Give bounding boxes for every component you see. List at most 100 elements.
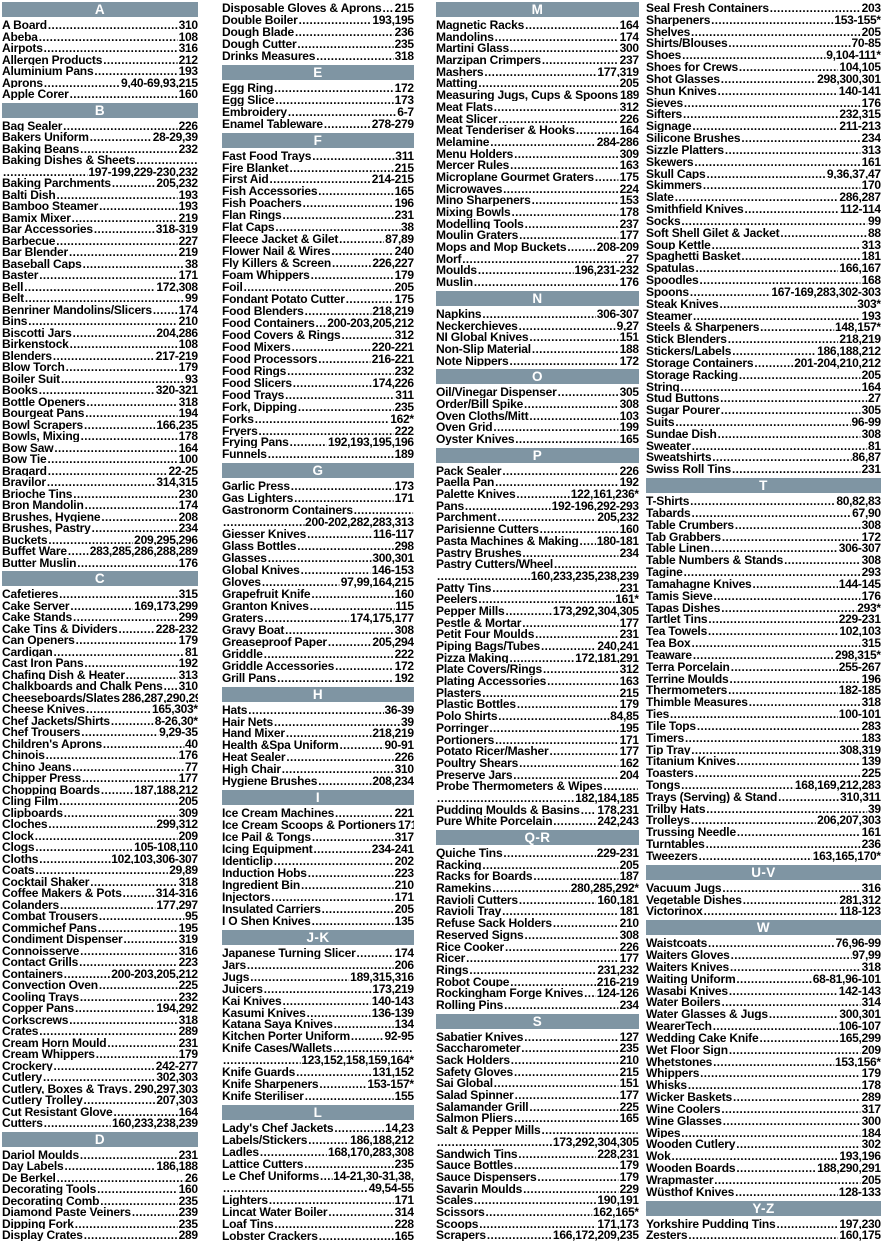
index-entry[interactable]: Salad Spinner177 <box>436 1089 639 1101</box>
index-entry[interactable]: Racks for Boards187 <box>436 870 639 882</box>
index-entry[interactable]: Bar Blender219 <box>2 246 198 258</box>
index-entry[interactable]: Dariol Moulds231 <box>2 1149 198 1161</box>
index-entry[interactable]: Foil205 <box>222 281 414 293</box>
index-entry[interactable]: Marzipan Crimpers237 <box>436 54 639 66</box>
index-entry[interactable]: Wipes184 <box>646 1127 881 1139</box>
index-entry[interactable]: Trolleys206,207,303 <box>646 814 881 826</box>
index-entry[interactable]: Fryers222 <box>222 425 414 437</box>
index-entry[interactable]: Ice Cream Machines221 <box>222 807 414 819</box>
index-entry[interactable]: Tamahagne Knives144-145 <box>646 578 881 590</box>
index-entry[interactable]: Convection Oven225 <box>2 979 198 991</box>
index-entry[interactable]: Aprons9,40-69,93,215 <box>2 77 198 89</box>
index-entry-continuation[interactable]: 173,292,304,305 <box>436 1136 639 1148</box>
index-entry[interactable]: Crockery242-277 <box>2 1060 198 1072</box>
index-entry[interactable]: Water Boilers314 <box>646 996 881 1008</box>
index-entry[interactable]: Cake Tins & Dividers228-232 <box>2 623 198 635</box>
index-entry[interactable]: Global Knives146-153 <box>222 564 414 576</box>
index-entry[interactable]: Parchment205,232 <box>436 511 639 523</box>
index-entry[interactable]: Polo Shirts84,85 <box>436 710 639 722</box>
index-entry[interactable]: Piping Bags/Tubes240,241 <box>436 640 639 652</box>
index-entry[interactable]: Books320-321 <box>2 384 198 396</box>
index-entry[interactable]: Fork, Dipping235 <box>222 401 414 413</box>
index-entry[interactable]: Diamond Paste Veiners239 <box>2 1206 198 1218</box>
index-entry[interactable]: Safety Gloves215 <box>436 1066 639 1078</box>
index-entry[interactable]: Ice Pail & Tongs317 <box>222 831 414 843</box>
index-entry[interactable]: Gas Lighters171 <box>222 492 414 504</box>
index-entry[interactable]: Mops and Mop Buckets208-209 <box>436 241 639 253</box>
index-entry[interactable]: Oven Grid199 <box>436 421 639 433</box>
index-entry[interactable]: Muslin176 <box>436 276 639 288</box>
index-entry[interactable]: Mino Sharpeners153 <box>436 194 639 206</box>
index-entry[interactable]: Mixing Bowls178 <box>436 206 639 218</box>
index-entry[interactable]: Labels/Stickers186,188,212 <box>222 1134 414 1146</box>
index-entry[interactable]: Food Blenders218,219 <box>222 305 414 317</box>
index-entry[interactable]: Bamix Mixer219 <box>2 212 198 224</box>
index-entry-continuation[interactable]: 49,54-55 <box>222 1182 414 1194</box>
index-entry[interactable]: Display Crates289 <box>2 1229 198 1241</box>
index-entry[interactable]: Pans192-196,292-293 <box>436 500 639 512</box>
index-entry[interactable]: Bowl Scrapers166,235 <box>2 419 198 431</box>
index-entry[interactable]: Commichef Pans195 <box>2 922 198 934</box>
index-entry[interactable]: Salamander Grill225 <box>436 1101 639 1113</box>
index-entry[interactable]: Bottle Openers318 <box>2 396 198 408</box>
index-entry[interactable]: Moulds196,231-232 <box>436 264 639 276</box>
index-entry[interactable]: Dough Cutter235 <box>222 38 414 50</box>
index-entry[interactable]: Condiment Dispenser319 <box>2 933 198 945</box>
index-entry[interactable]: Cutlery Trolley207,303 <box>2 1094 198 1106</box>
index-entry[interactable]: Bowls, Mixing178 <box>2 430 198 442</box>
index-entry[interactable]: Juicers173,219 <box>222 983 414 995</box>
index-entry[interactable]: Trussing Needle161 <box>646 826 881 838</box>
index-entry[interactable]: Brushes, Pastry234 <box>2 522 198 534</box>
index-entry[interactable]: Toasters225 <box>646 767 881 779</box>
index-entry[interactable]: Robot Coupe216-219 <box>436 976 639 988</box>
index-entry[interactable]: Table Linen306-307 <box>646 542 881 554</box>
index-entry[interactable]: Rolling Pins234 <box>436 999 639 1011</box>
index-entry[interactable]: Thermometers182-185 <box>646 684 881 696</box>
index-entry[interactable]: Spaghetti Basket181 <box>646 250 881 262</box>
index-entry[interactable]: Bron Mandolin174 <box>2 499 198 511</box>
index-entry[interactable]: Table Numbers & Stands308 <box>646 554 881 566</box>
index-entry[interactable]: Preserve Jars204 <box>436 769 639 781</box>
index-entry[interactable]: Brushes, Hygiene208 <box>2 511 198 523</box>
index-entry[interactable]: Mercer Rules163 <box>436 159 639 171</box>
index-entry[interactable]: Timers183 <box>646 732 881 744</box>
index-entry[interactable]: Griddle222 <box>222 648 414 660</box>
index-entry[interactable]: Melamine284-286 <box>436 136 639 148</box>
index-entry[interactable]: Fish Accessories165 <box>222 185 414 197</box>
index-entry[interactable]: Bar Accessories318-319 <box>2 223 198 235</box>
index-entry[interactable]: Shot Glasses298,300,301 <box>646 73 881 85</box>
index-entry[interactable]: Wedding Cake Knife165,299 <box>646 1032 881 1044</box>
index-entry[interactable]: Napkins306-307 <box>436 308 639 320</box>
index-entry[interactable]: Dough Blade236 <box>222 26 414 38</box>
index-entry[interactable]: Terrine Moulds196 <box>646 673 881 685</box>
index-entry[interactable]: Cafetieres315 <box>2 588 198 600</box>
index-entry[interactable]: Insulated Carriers205 <box>222 903 414 915</box>
index-entry[interactable]: Waistcoats76,96-99 <box>646 937 881 949</box>
index-entry[interactable]: Wrapmaster205 <box>646 1174 881 1186</box>
index-entry[interactable]: Thimble Measures318 <box>646 696 881 708</box>
index-entry[interactable]: Pizza Making172,181,291 <box>436 652 639 664</box>
index-entry[interactable]: Swiss Roll Tins231 <box>646 463 881 475</box>
index-entry[interactable]: Giesser Knives116-117 <box>222 528 414 540</box>
index-entry[interactable]: Rockingham Forge Knives124-126 <box>436 987 639 999</box>
index-entry[interactable]: Tamis Sieve176 <box>646 590 881 602</box>
index-entry[interactable]: Knife Sharpeners153-157* <box>222 1078 414 1090</box>
index-entry[interactable]: Order/Bill Spike308 <box>436 398 639 410</box>
index-entry[interactable]: Balti Dish193 <box>2 189 198 201</box>
index-entry[interactable]: Injectors171 <box>222 891 414 903</box>
index-entry[interactable]: Copper Pans194,292 <box>2 1002 198 1014</box>
index-entry[interactable]: Martini Glass300 <box>436 42 639 54</box>
index-entry[interactable]: Sundae Dish308 <box>646 428 881 440</box>
index-entry[interactable]: Ingredient Bin210 <box>222 879 414 891</box>
index-entry[interactable]: Connoisserve316 <box>2 945 198 957</box>
index-entry[interactable]: Bell172,308 <box>2 281 198 293</box>
index-entry[interactable]: Shun Knives140-141 <box>646 85 881 97</box>
index-entry[interactable]: Sharpeners153-155* <box>646 14 881 26</box>
index-entry[interactable]: Sauce Dispensers179 <box>436 1171 639 1183</box>
index-entry-continuation[interactable]: 123,152,158,159,164* <box>222 1054 413 1066</box>
index-entry[interactable]: Shirts/Blouses70-85 <box>646 37 881 49</box>
index-entry[interactable]: Skimmers170 <box>646 179 881 191</box>
index-entry[interactable]: Baking Dishes & Sheets <box>2 154 198 166</box>
index-entry[interactable]: Barbecue227 <box>2 235 198 247</box>
index-entry[interactable]: Ties100-101 <box>646 708 881 720</box>
